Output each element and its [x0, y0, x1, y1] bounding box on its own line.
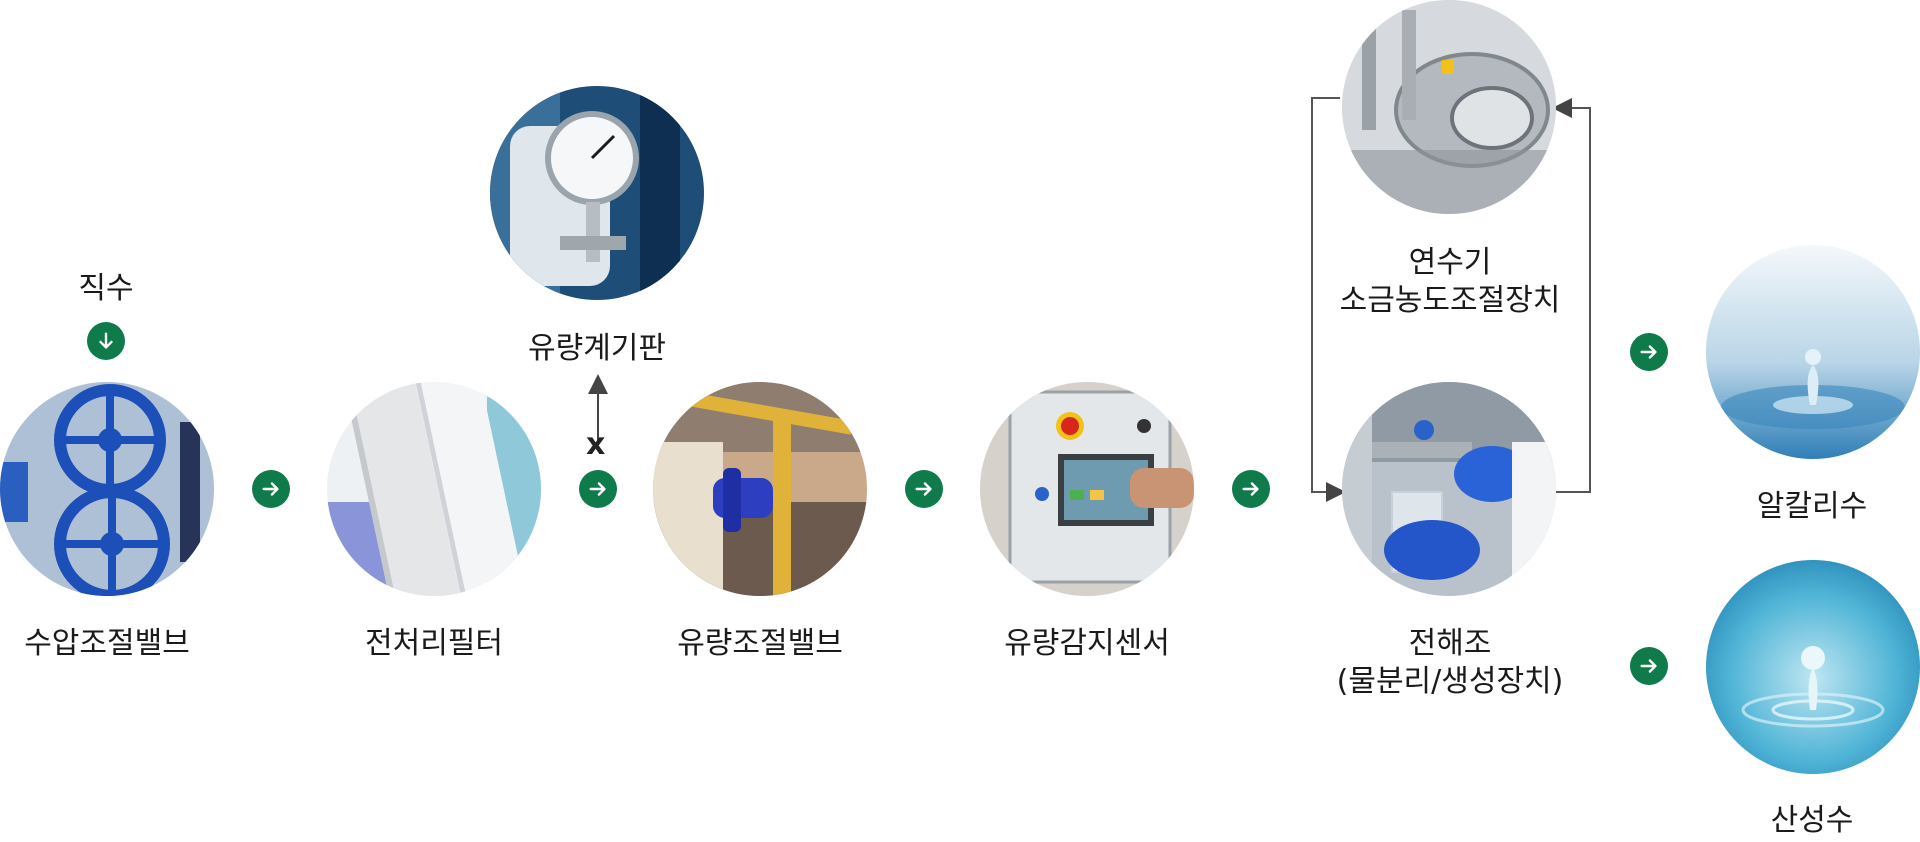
flow-sensor-label: 유량감지센서 — [1004, 626, 1170, 661]
alkaline-water-label: 알칼리수 — [1756, 489, 1868, 524]
source-label: 직수 — [78, 271, 134, 306]
arrow-right-icon — [905, 470, 943, 508]
prefilter-label: 전처리필터 — [365, 626, 503, 661]
electrolyzer-label-line2: (물분리/생성장치) — [1336, 664, 1564, 699]
arrow-right-icon — [252, 470, 290, 508]
arrow-right-icon — [1232, 470, 1270, 508]
arrow-right-icon — [579, 470, 617, 508]
flow-sensor-image — [980, 382, 1194, 596]
down-arrow-icon — [87, 322, 125, 360]
flow-valve-label: 유량조절밸브 — [677, 626, 843, 661]
pressure-valve-label: 수압조절밸브 — [24, 626, 190, 661]
flow-valve-image — [653, 382, 867, 596]
flow-gauge-label: 유량계기판 — [528, 331, 666, 366]
loop-left-line — [1311, 97, 1346, 502]
arrow-right-icon — [1630, 333, 1668, 371]
electrolyzer-label-line1: 전해조 — [1408, 626, 1492, 661]
prefilter-image — [327, 382, 541, 596]
electrolyzer-image — [1342, 382, 1556, 596]
softener-image — [1342, 0, 1556, 214]
softener-label-line2: 소금농도조절장치 — [1339, 283, 1561, 318]
arrow-right-icon — [1630, 647, 1668, 685]
softener-label-line1: 연수기 — [1408, 245, 1492, 280]
acidic-water-image — [1706, 560, 1920, 774]
alkaline-water-image — [1706, 245, 1920, 459]
flow-gauge-image — [490, 86, 704, 300]
pressure-valve-image — [0, 382, 214, 596]
acidic-water-label: 산성수 — [1770, 803, 1854, 838]
branch-marker: x — [586, 427, 606, 462]
loop-right-line — [1552, 98, 1591, 493]
